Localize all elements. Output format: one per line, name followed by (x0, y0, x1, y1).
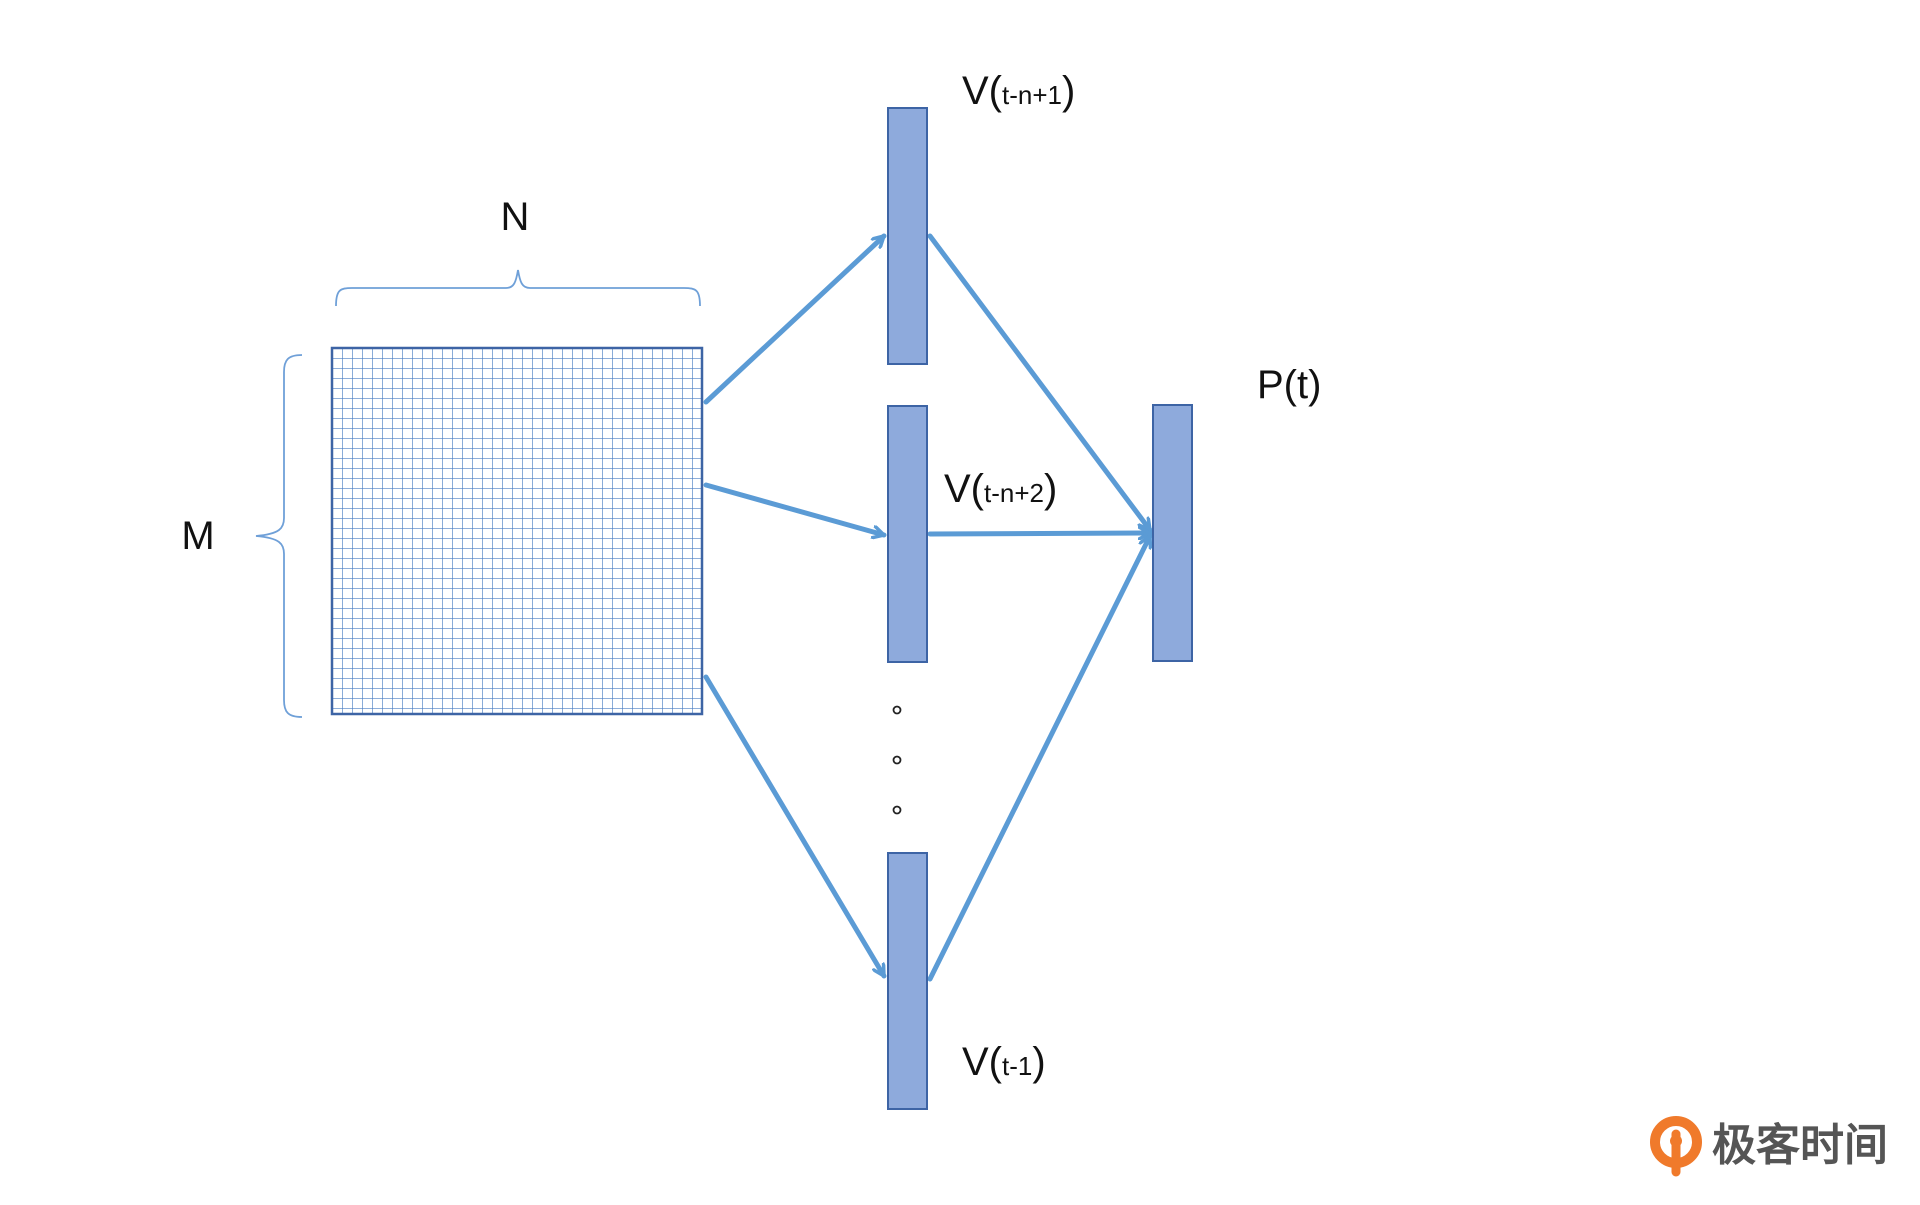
vector-bar-bottom (887, 852, 928, 1110)
v-mid-label: V(t-n+2) (944, 467, 1057, 511)
brand-text: 极客时间 (1712, 1120, 1888, 1171)
ellipsis-dots (892, 705, 902, 815)
arrow-v-top-to-p (927, 233, 1153, 533)
vector-bar-mid (887, 405, 928, 663)
arrow-v-bot-to-p (927, 533, 1153, 982)
m-label: M (181, 514, 214, 558)
v-top-label: V(t-n+1) (962, 69, 1075, 113)
arrow-matrix-to-v-mid (703, 482, 887, 535)
ellipsis-dot-1 (892, 705, 902, 715)
arrow-matrix-to-v-bot (703, 674, 887, 979)
m-brace (255, 354, 303, 718)
arrow-matrix-to-v-top (703, 233, 887, 405)
embedding-matrix (330, 346, 704, 716)
arrow-v-mid-to-p (927, 533, 1153, 534)
ellipsis-dot-2 (892, 755, 902, 765)
p-label: P(t) (1257, 363, 1321, 407)
n-brace (335, 269, 701, 307)
vector-bar-top (887, 107, 928, 365)
v-bottom-label: V(t-1) (962, 1040, 1046, 1084)
geektime-logo-icon (1650, 1116, 1702, 1177)
arrows (703, 233, 1153, 982)
output-bar-p (1152, 404, 1193, 662)
n-label: N (501, 195, 530, 239)
brand-watermark: 极客时间 (1650, 1116, 1888, 1177)
ellipsis-dot-3 (892, 805, 902, 815)
